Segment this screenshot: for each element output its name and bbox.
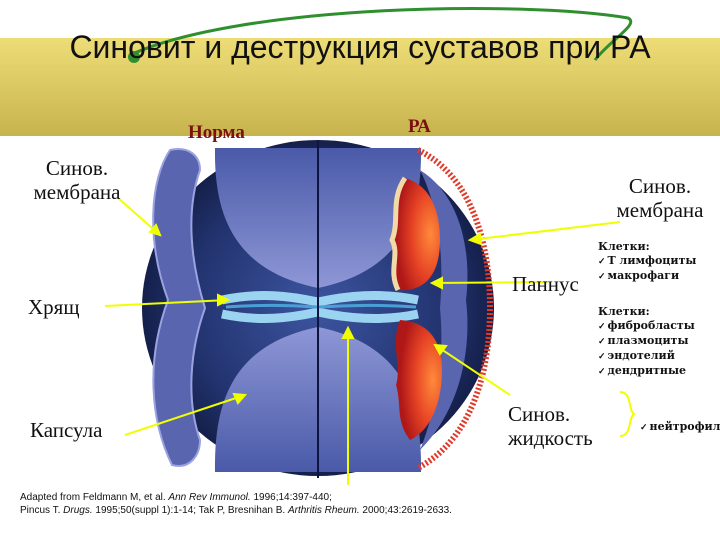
reference-citation: Adapted from Feldmann M, et al. Ann Rev …	[20, 492, 452, 516]
fluid-brace	[619, 391, 636, 437]
arrow-pannus	[431, 281, 549, 284]
arrow-cartilage	[104, 299, 229, 307]
label-synov-fluid: Синов. жидкость	[508, 402, 593, 450]
inflamed-capsule	[416, 147, 494, 471]
label-synov-membrane-right: Синов. мембрана	[616, 174, 704, 222]
label-pannus: Паннус	[512, 272, 579, 296]
fluid-cells: ✓нейтрофилы	[640, 420, 720, 433]
joint-space	[225, 303, 417, 309]
decorative-arc	[129, 6, 633, 61]
pointer-arrows	[104, 197, 621, 485]
arc-dot	[128, 51, 140, 63]
header-ra: РА	[408, 116, 431, 137]
arrow-capsule	[124, 394, 246, 436]
pannus-edge	[389, 176, 408, 292]
left-synovial-membrane	[152, 148, 207, 467]
pannus-lower	[395, 320, 442, 440]
label-capsule: Капсула	[30, 418, 103, 442]
header-normal: Норма	[188, 122, 245, 143]
cells-group-2: Клетки: ✓фибробласты ✓плазмоциты ✓эндоте…	[598, 305, 695, 377]
arrow-synov-right	[469, 221, 621, 241]
slide-title: Синовит и деструкция суставов при РА	[69, 29, 651, 65]
label-synov-membrane-left: Синов. мембрана	[33, 156, 121, 204]
label-cartilage: Хрящ	[28, 295, 80, 319]
pannus-upper	[392, 178, 440, 291]
cells-group-1: Клетки: ✓Т лимфоциты ✓макрофаги	[598, 240, 697, 282]
arrow-fluid	[434, 344, 511, 396]
right-synovial-membrane	[420, 170, 468, 450]
